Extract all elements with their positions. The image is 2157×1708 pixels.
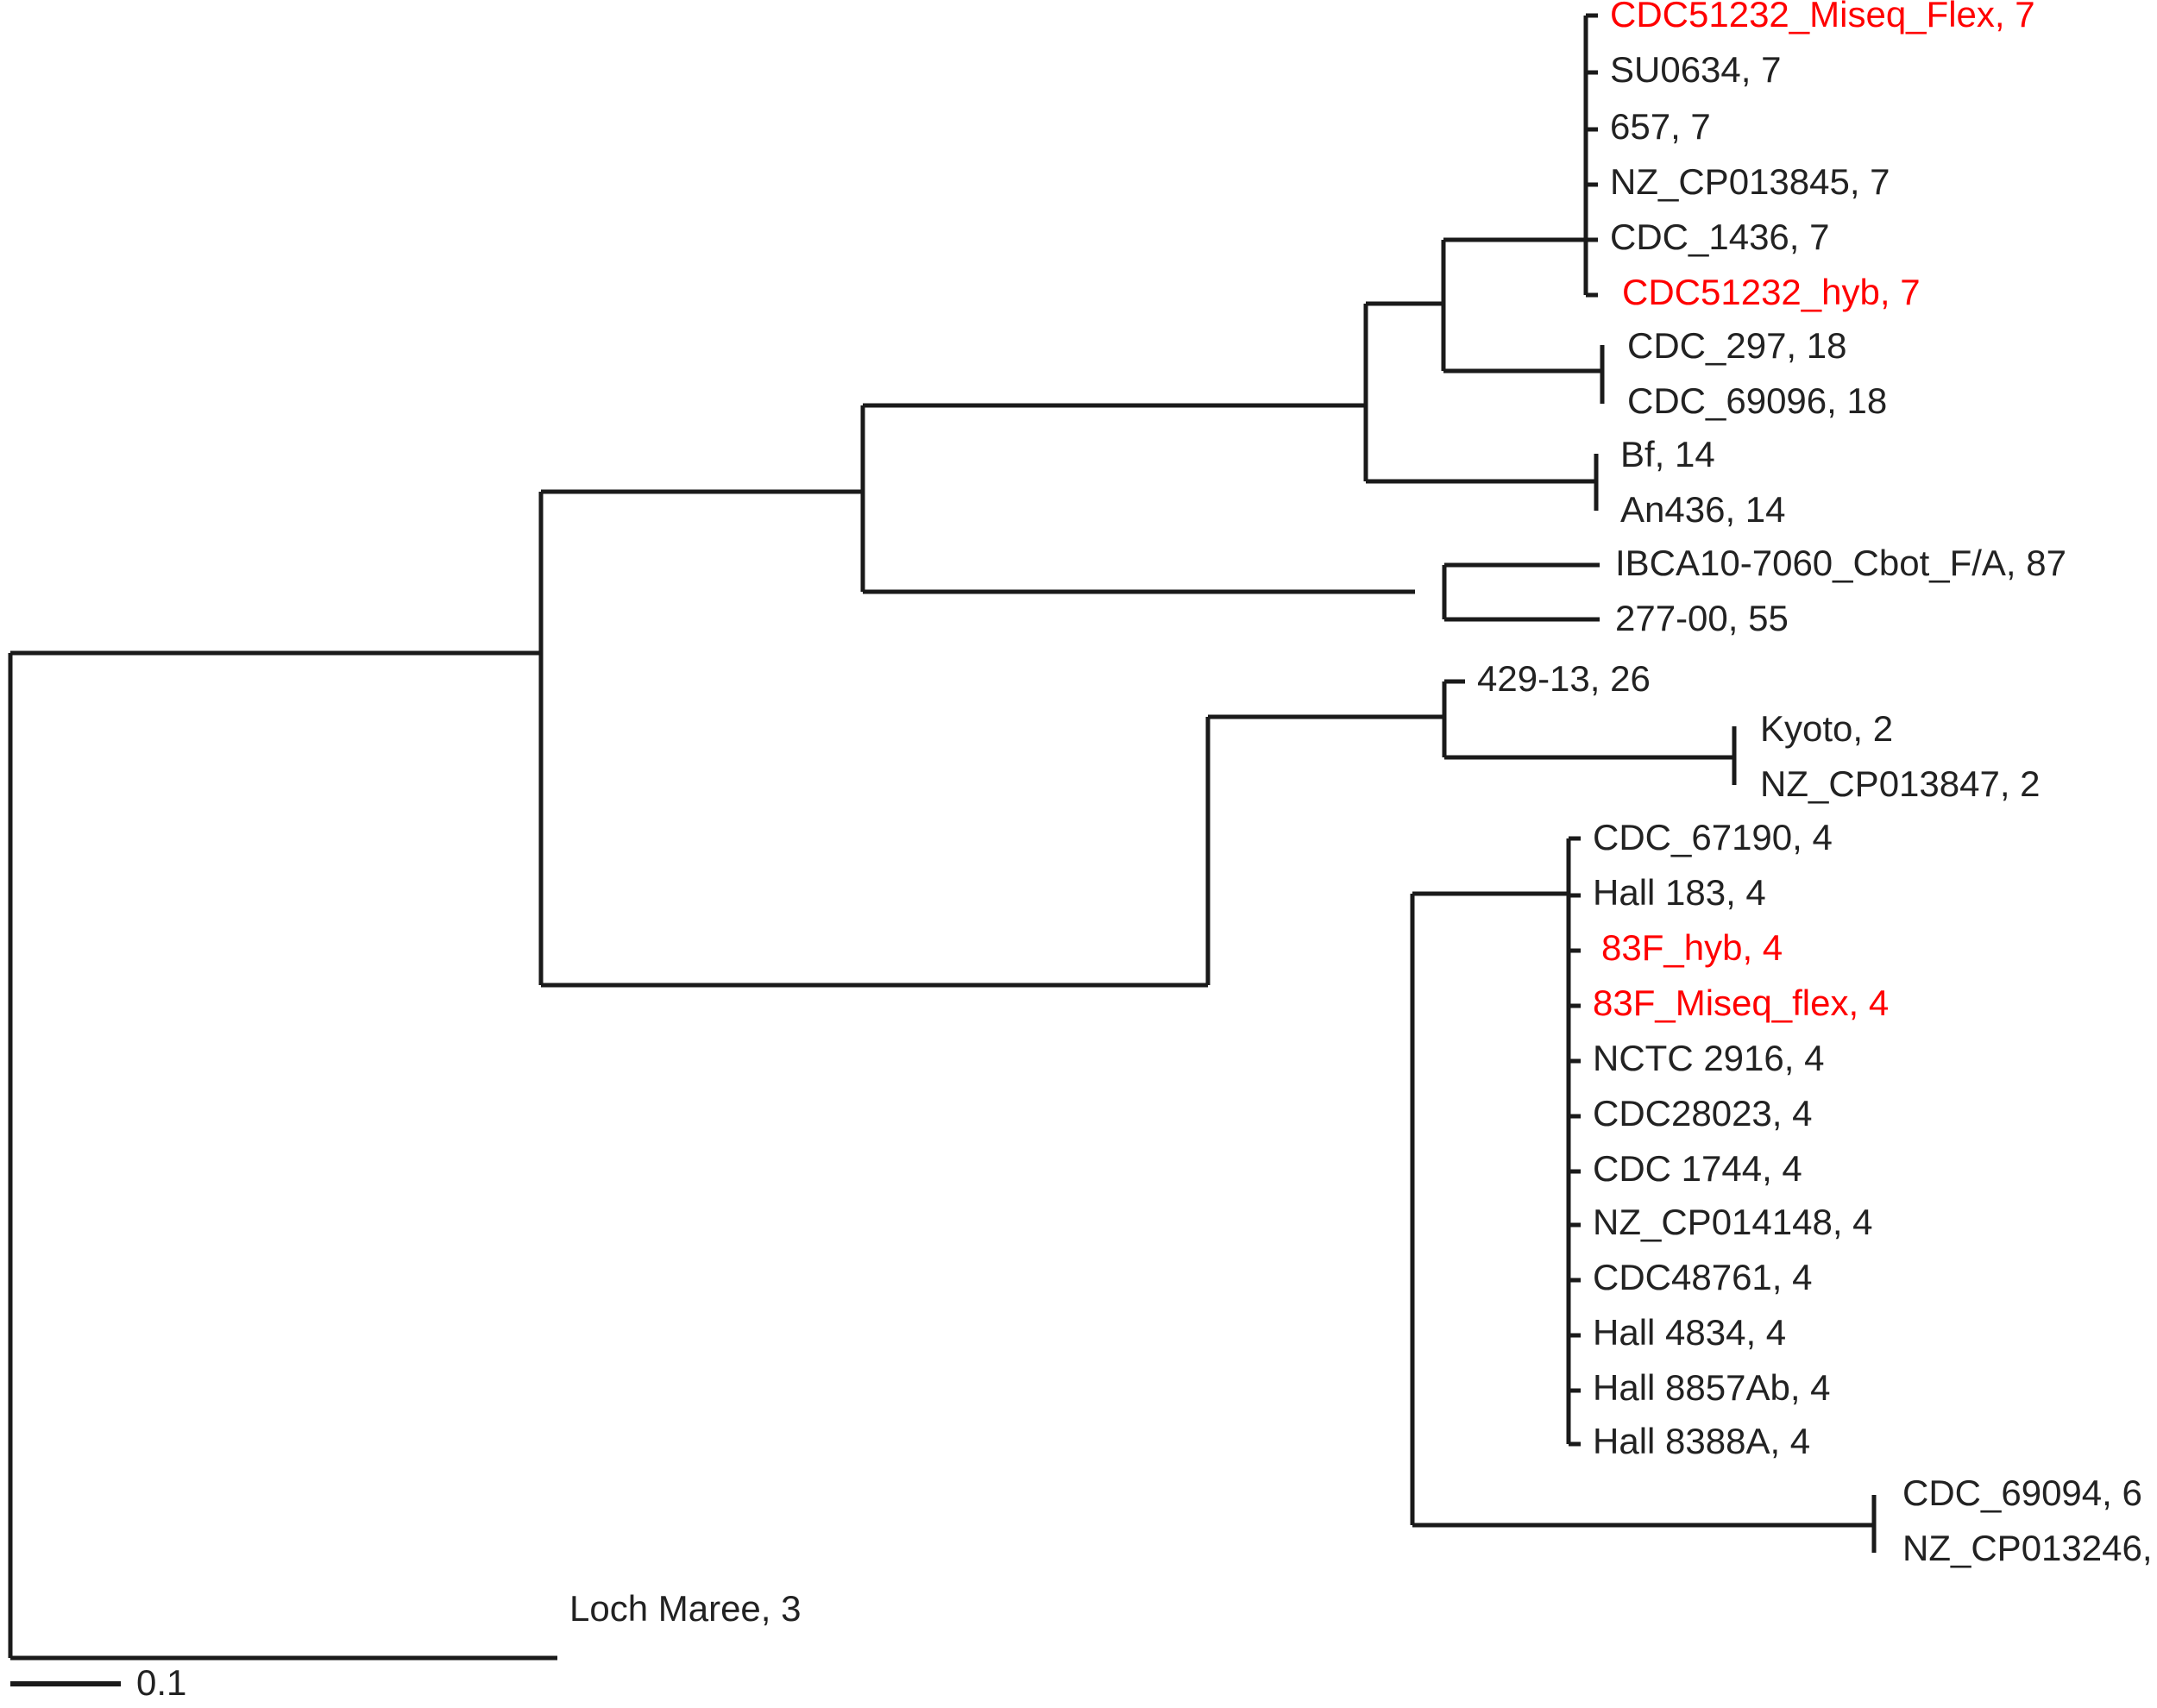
tip-label-83f-miseq-flex: 83F_Miseq_flex, 4 <box>1593 983 1889 1023</box>
tip-label-bf: Bf, 14 <box>1620 434 1715 474</box>
tip-label-layer: CDC51232_Miseq_Flex, 7 SU0634, 7 657, 7 NZ_… <box>569 0 2157 1629</box>
tip-label-hall-8857ab: Hall 8857Ab, 4 <box>1593 1367 1831 1408</box>
tip-label-kyoto: Kyoto, 2 <box>1760 708 1893 749</box>
tip-label-cdc51232-miseq-flex: CDC51232_Miseq_Flex, 7 <box>1610 0 2035 35</box>
tip-label-nz-cp014148: NZ_CP014148, 4 <box>1593 1202 1873 1242</box>
scale-bar-group: 0.1 <box>10 1662 186 1703</box>
tip-label-ibca10-7060: IBCA10-7060_Cbot_F/A, 87 <box>1615 543 2066 583</box>
tip-label-hall-8388a: Hall 8388A, 4 <box>1593 1421 1810 1461</box>
tip-label-nz-cp013246: NZ_CP013246, 6 <box>1902 1528 2157 1568</box>
tip-label-cdc28023: CDC28023, 4 <box>1593 1093 1812 1133</box>
tip-label-657: 657, 7 <box>1610 106 1711 147</box>
tip-label-cdc-67190: CDC_67190, 4 <box>1593 817 1833 857</box>
tip-label-83f-hyb: 83F_hyb, 4 <box>1601 927 1783 968</box>
tip-label-cdc-69096: CDC_69096, 18 <box>1627 380 1887 421</box>
tip-label-hall-4834: Hall 4834, 4 <box>1593 1312 1786 1353</box>
tip-label-cdc48761: CDC48761, 4 <box>1593 1257 1812 1297</box>
tip-label-su0634: SU0634, 7 <box>1610 49 1781 90</box>
tip-label-cdc-297: CDC_297, 18 <box>1627 325 1846 366</box>
tip-label-an436: An436, 14 <box>1620 489 1786 530</box>
tip-label-nctc-2916: NCTC 2916, 4 <box>1593 1038 1824 1078</box>
scale-bar-label: 0.1 <box>136 1662 186 1703</box>
tip-label-277-00: 277-00, 55 <box>1615 598 1789 638</box>
tip-label-429-13: 429-13, 26 <box>1477 658 1651 699</box>
tip-label-cdc51232-hyb: CDC51232_hyb, 7 <box>1622 272 1921 312</box>
tip-label-cdc-1436: CDC_1436, 7 <box>1610 217 1829 257</box>
tip-label-nz-cp013845: NZ_CP013845, 7 <box>1610 161 1890 202</box>
branch-layer <box>8 13 1877 1661</box>
tip-label-hall-183: Hall 183, 4 <box>1593 872 1766 913</box>
tip-label-nz-cp013847: NZ_CP013847, 2 <box>1760 763 2041 804</box>
tip-label-loch-maree: Loch Maree, 3 <box>569 1588 802 1629</box>
tip-label-cdc-69094: CDC_69094, 6 <box>1902 1473 2142 1513</box>
tip-label-cdc-1744: CDC 1744, 4 <box>1593 1148 1802 1189</box>
